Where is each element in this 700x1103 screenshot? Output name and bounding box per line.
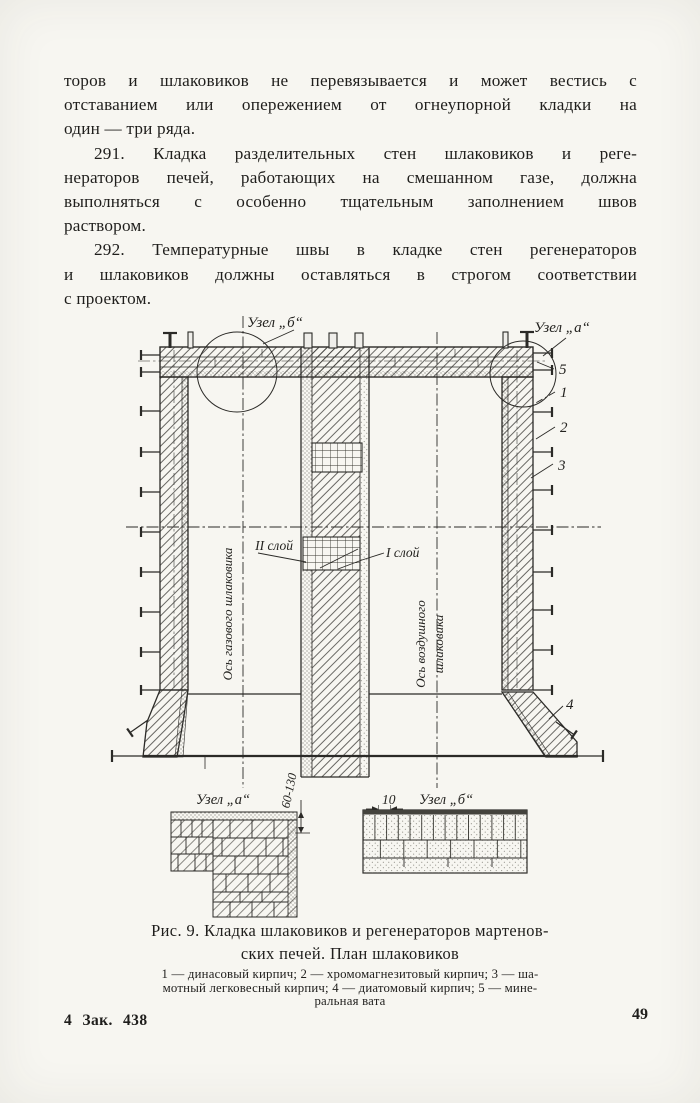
air-chamber-axis-label-2: шлаковика <box>431 614 446 673</box>
dividing-wall-column <box>300 348 370 778</box>
uzel-a-callout-label: Узел „а“ <box>534 320 590 336</box>
callout-4: 4 <box>566 697 574 713</box>
figure-caption-line-1: Рис. 9. Кладка шлаковиков и регенераторо… <box>151 921 549 940</box>
detail-b-circle <box>196 331 278 413</box>
body-line: нераторов печей, работающих на смешанном… <box>64 167 637 187</box>
slag-chamber-plan <box>110 316 605 788</box>
checker-layer-block-lower <box>302 536 361 571</box>
page-number: 49 <box>632 1006 648 1023</box>
body-line: отставанием или опережением от огнеупорн… <box>64 95 637 115</box>
top-anchor-posts <box>163 330 534 349</box>
detail-a-dim-text: 60-130 <box>279 771 300 809</box>
legend-line: мотный легковесный кирпич; 4 — диатомовы… <box>162 980 538 995</box>
right-wall <box>500 376 578 758</box>
figure-caption-line-2: ских печей. План шлаковиков <box>240 944 460 963</box>
figure-legend: 1 — динасовый кирпич; 2 — хромомагнезито… <box>70 967 630 1009</box>
callout-3: 3 <box>557 458 566 474</box>
legend-line: 1 — динасовый кирпич; 2 — хромомагнезито… <box>161 967 539 981</box>
body-line-paragraph-291: 291. Кладка разделительных стен шлаковик… <box>94 143 637 163</box>
callout-1: 1 <box>560 385 568 401</box>
body-line: с проектом. <box>64 288 152 308</box>
gas-chamber-axis-label: Ось газового шлаковика <box>220 547 235 680</box>
body-text: торов и шлаковиков не перевязывается и м… <box>64 69 637 311</box>
checker-layer-block-upper <box>311 442 363 473</box>
body-line: торов и шлаковиков не перевязывается и м… <box>64 71 637 90</box>
detail-b-label: Узел „б“ <box>419 792 473 808</box>
body-line: выполняться с особенно тщательным заполн… <box>64 192 637 212</box>
callout-5: 5 <box>559 362 567 378</box>
uzel-b-callout-label: Узел „б“ <box>247 315 303 331</box>
legend-line: ральная вата <box>314 994 386 1009</box>
figure-9-drawing: Узел „б“ Узел „а“ 5 1 2 3 4 II слой I сл… <box>110 315 605 918</box>
layer-i-label: I слой <box>385 545 420 560</box>
body-line: один — три ряда. <box>64 119 196 139</box>
foundation-baseline <box>110 750 605 769</box>
detail-a-label: Узел „а“ <box>196 792 250 808</box>
detail-uzel-b: 10 Узел „б“ <box>362 792 528 874</box>
body-line: раствором. <box>64 216 146 236</box>
body-line-paragraph-292: 292. Температурные швы в кладке стен рег… <box>94 240 637 260</box>
body-line: и шлаковиков должны оставляться в строго… <box>64 264 637 284</box>
detail-a-circle <box>489 340 557 408</box>
right-wall-anchors <box>533 348 578 740</box>
callout-2: 2 <box>560 420 568 436</box>
layer-ii-label: II слой <box>254 538 293 553</box>
detail-b-dim-text: 10 <box>382 792 396 807</box>
air-chamber-axis-label-1: Ось воздушного <box>413 600 428 688</box>
left-wall <box>142 376 189 758</box>
figure-labels: Узел „б“ Узел „а“ 5 1 2 3 4 II слой I сл… <box>220 315 590 720</box>
left-wall-anchors <box>126 350 160 738</box>
detail-uzel-a: Узел „а“ 60-130 <box>170 771 310 918</box>
printers-mark: 4 Зак. 438 <box>64 1012 148 1029</box>
